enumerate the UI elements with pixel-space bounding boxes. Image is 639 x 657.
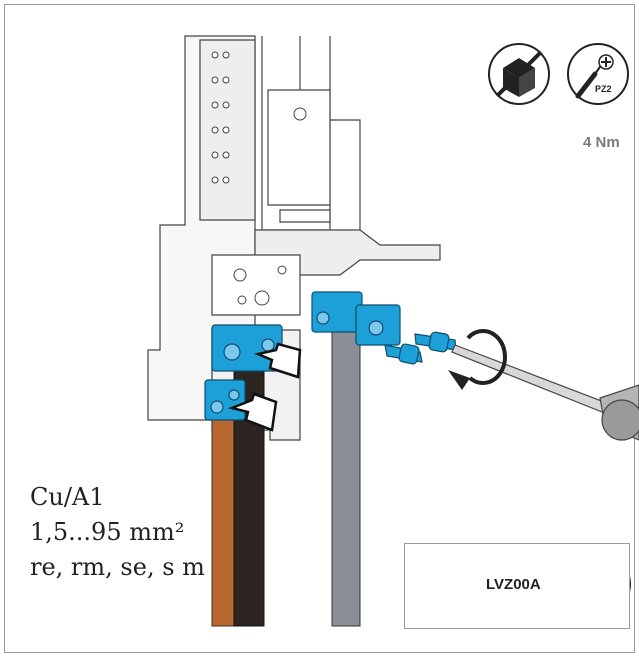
insert-arrows bbox=[227, 342, 302, 432]
accessory-reference-label: LVZ00A bbox=[486, 576, 541, 593]
material-label: Cu/A1 bbox=[30, 483, 105, 511]
cross-section-label: 1,5...95 mm² bbox=[30, 518, 185, 546]
clamp-upper-left bbox=[211, 324, 283, 372]
no-box-icon bbox=[488, 43, 550, 105]
screwdriver-icon bbox=[567, 43, 629, 105]
device-housing bbox=[147, 35, 441, 441]
clamp-right-cable bbox=[311, 291, 401, 346]
copper-cable-core bbox=[211, 389, 237, 627]
housing-holes bbox=[211, 51, 307, 306]
screwdriver-type-label: PZ2 bbox=[595, 84, 612, 94]
accessory-box bbox=[404, 543, 630, 629]
screwdriver bbox=[451, 344, 639, 441]
conductor-types-label: re, rm, se, s m bbox=[30, 553, 205, 581]
grey-cable bbox=[331, 299, 361, 627]
clamp-lower-left bbox=[204, 379, 246, 421]
rotation-arrow-head bbox=[448, 370, 470, 390]
torque-label: 4 Nm bbox=[583, 134, 620, 151]
rotation-arrow bbox=[466, 329, 507, 386]
loose-screws bbox=[384, 331, 457, 365]
